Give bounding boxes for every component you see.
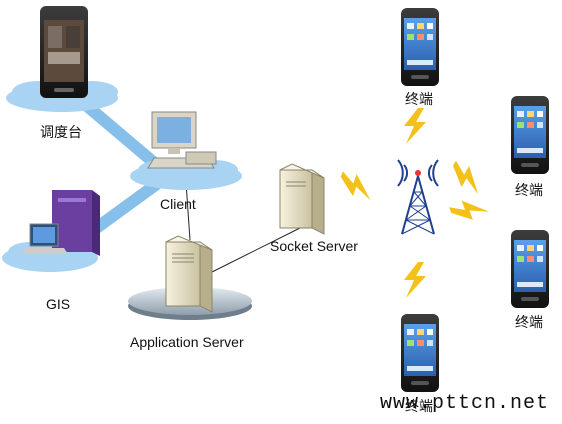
lightning-icon-bottom [404,262,426,298]
link-dispatch-client [74,94,171,178]
terminal-phone-icon-bottom [401,314,439,392]
dispatch-console-phone-icon [40,6,88,98]
label-socket-server: Socket Server [270,238,358,254]
terminal-phone-icon-right-upper [511,96,549,174]
label-client: Client [160,196,196,212]
label-dispatch-console: 调度台 [40,125,82,141]
label-terminal-top: 终端 [405,92,433,108]
lightning-icon-right-lower [448,193,490,226]
watermark-text: www.pttcn.net [380,392,550,415]
label-terminal-right-lower: 终端 [515,315,543,331]
label-terminal-right-upper: 终端 [515,183,543,199]
lightning-icon-top [404,108,426,144]
app-server-icon [165,235,213,313]
terminal-phone-icon-top [401,8,439,86]
link-appserver-socket [211,227,301,273]
lightning-icon-right-upper [446,158,489,196]
gis-pc-icon [22,190,100,256]
label-application-server: Application Server [130,334,244,350]
radio-tower-icon [397,159,439,235]
label-terminal-bottom: 终端 [405,399,433,415]
socket-server-icon [279,163,325,235]
terminal-phone-icon-right-lower [511,230,549,308]
client-pc-icon [147,111,217,169]
lightning-icon-socket [336,169,378,203]
label-gis: GIS [46,296,71,312]
